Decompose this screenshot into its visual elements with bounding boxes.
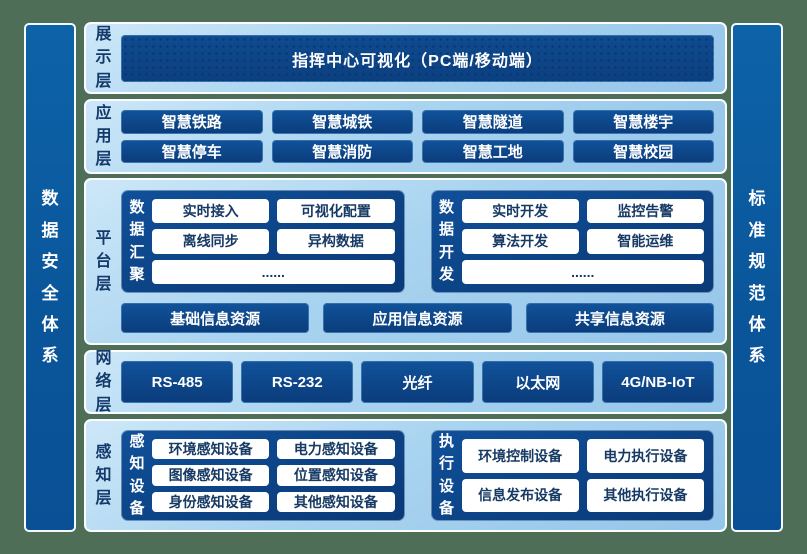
network-layer-label-col: 网络层 (86, 350, 121, 413)
app-box-smart-railway: 智慧铁路 (121, 110, 263, 134)
application-info-resource-box: 应用信息资源 (323, 303, 512, 333)
network-box-ethernet: 以太网 (481, 361, 594, 403)
app-box-smart-firefighting: 智慧消防 (271, 139, 413, 163)
network-boxes-grid: RS-485 RS-232 光纤 以太网 4G/NB-IoT (121, 361, 715, 403)
item-identity-sensing: 身份感知设备 (152, 491, 270, 512)
perception-layer-label: 感知层 (95, 443, 112, 508)
perception-devices-label-col: 感知设备 (122, 431, 152, 520)
platform-layer-panel: 平台层 数据汇聚 实时接入 可视化配置 离线同步 异构数据 ...... 数据开… (84, 178, 727, 345)
perception-devices-label: 感知设备 (129, 432, 145, 518)
perception-layer-panel: 感知层 感知设备 环境感知设备 电力感知设备 图像感知设备 位置感知设备 身份感… (84, 419, 727, 532)
information-resources-row: 基础信息资源 应用信息资源 共享信息资源 (121, 303, 714, 333)
app-box-smart-tunnel: 智慧隧道 (422, 110, 564, 134)
network-box-fiber: 光纤 (361, 361, 474, 403)
command-center-box: 指挥中心可视化（PC端/移动端） (121, 35, 714, 82)
shared-info-resource-box: 共享信息资源 (525, 303, 714, 333)
item-power-execution: 电力执行设备 (586, 439, 704, 473)
item-other-sensing: 其他感知设备 (277, 491, 395, 512)
execution-devices-label: 执行设备 (438, 432, 454, 518)
application-layer-panel: 应用层 智慧铁路 智慧城铁 智慧隧道 智慧楼宇 智慧停车 智慧消防 智慧工地 智… (84, 99, 727, 174)
item-realtime-access: 实时接入 (152, 199, 270, 224)
data-security-system-label: 数据安全体系 (41, 189, 59, 366)
execution-devices-group: 执行设备 环境控制设备 电力执行设备 信息发布设备 其他执行设备 (430, 430, 714, 521)
display-layer-label: 展示层 (95, 26, 112, 90)
item-env-sensing: 环境感知设备 (152, 439, 270, 460)
item-monitor-alarm: 监控告警 (586, 199, 704, 224)
data-aggregation-items: 实时接入 可视化配置 离线同步 异构数据 ...... (152, 199, 395, 284)
platform-layer-label-col: 平台层 (86, 180, 121, 343)
data-aggregation-label-col: 数据汇聚 (122, 191, 152, 292)
network-layer-panel: 网络层 RS-485 RS-232 光纤 以太网 4G/NB-IoT (84, 350, 727, 414)
display-layer-label-col: 展示层 (86, 24, 121, 92)
item-env-control: 环境控制设备 (461, 439, 579, 473)
platform-groups-row: 数据汇聚 实时接入 可视化配置 离线同步 异构数据 ...... 数据开发 实时… (121, 190, 714, 293)
data-security-system-bar: 数据安全体系 (24, 23, 76, 532)
perception-devices-items: 环境感知设备 电力感知设备 图像感知设备 位置感知设备 身份感知设备 其他感知设… (152, 439, 395, 512)
platform-layer-content: 数据汇聚 实时接入 可视化配置 离线同步 异构数据 ...... 数据开发 实时… (121, 190, 714, 333)
item-realtime-dev: 实时开发 (461, 199, 579, 224)
item-offline-sync: 离线同步 (152, 229, 270, 254)
basic-info-resource-box: 基础信息资源 (121, 303, 310, 333)
standard-spec-system-bar: 标准规范体系 (731, 23, 783, 532)
data-development-items: 实时开发 监控告警 算法开发 智能运维 ...... (461, 199, 704, 284)
network-box-4g-nbiot: 4G/NB-IoT (601, 361, 715, 403)
data-development-group: 数据开发 实时开发 监控告警 算法开发 智能运维 ...... (430, 190, 714, 293)
perception-layer-content: 感知设备 环境感知设备 电力感知设备 图像感知设备 位置感知设备 身份感知设备 … (121, 430, 714, 521)
item-position-sensing: 位置感知设备 (277, 465, 395, 486)
network-box-rs232: RS-232 (241, 361, 354, 403)
perception-devices-group: 感知设备 环境感知设备 电力感知设备 图像感知设备 位置感知设备 身份感知设备 … (121, 430, 405, 521)
data-aggregation-group: 数据汇聚 实时接入 可视化配置 离线同步 异构数据 ...... (121, 190, 405, 293)
app-box-smart-metro: 智慧城铁 (271, 110, 413, 134)
data-aggregation-label: 数据汇聚 (129, 198, 145, 284)
item-power-sensing: 电力感知设备 (277, 439, 395, 460)
item-image-sensing: 图像感知设备 (152, 465, 270, 486)
app-box-smart-campus: 智慧校园 (572, 139, 714, 163)
item-info-publish: 信息发布设备 (461, 478, 579, 512)
perception-layer-label-col: 感知层 (86, 421, 121, 530)
application-layer-label-col: 应用层 (86, 101, 121, 172)
item-intelligent-ops: 智能运维 (586, 229, 704, 254)
app-box-smart-worksite: 智慧工地 (422, 139, 564, 163)
execution-devices-label-col: 执行设备 (432, 431, 462, 520)
network-layer-label: 网络层 (95, 350, 112, 414)
standard-spec-system-label: 标准规范体系 (748, 189, 766, 366)
platform-layer-label: 平台层 (95, 229, 112, 294)
execution-devices-items: 环境控制设备 电力执行设备 信息发布设备 其他执行设备 (461, 439, 704, 512)
data-development-label: 数据开发 (438, 198, 454, 284)
application-layer-label: 应用层 (95, 104, 112, 169)
data-development-label-col: 数据开发 (432, 191, 462, 292)
item-other-execution: 其他执行设备 (586, 478, 704, 512)
app-box-smart-parking: 智慧停车 (121, 139, 263, 163)
item-heterogeneous-data: 异构数据 (277, 229, 395, 254)
item-visual-config: 可视化配置 (277, 199, 395, 224)
display-layer-panel: 展示层 指挥中心可视化（PC端/移动端） (84, 22, 727, 94)
network-box-rs485: RS-485 (121, 361, 234, 403)
item-aggregation-more: ...... (152, 259, 395, 284)
item-algorithm-dev: 算法开发 (461, 229, 579, 254)
app-box-smart-building: 智慧楼宇 (572, 110, 714, 134)
item-development-more: ...... (461, 259, 704, 284)
application-boxes-grid: 智慧铁路 智慧城铁 智慧隧道 智慧楼宇 智慧停车 智慧消防 智慧工地 智慧校园 (121, 110, 714, 163)
